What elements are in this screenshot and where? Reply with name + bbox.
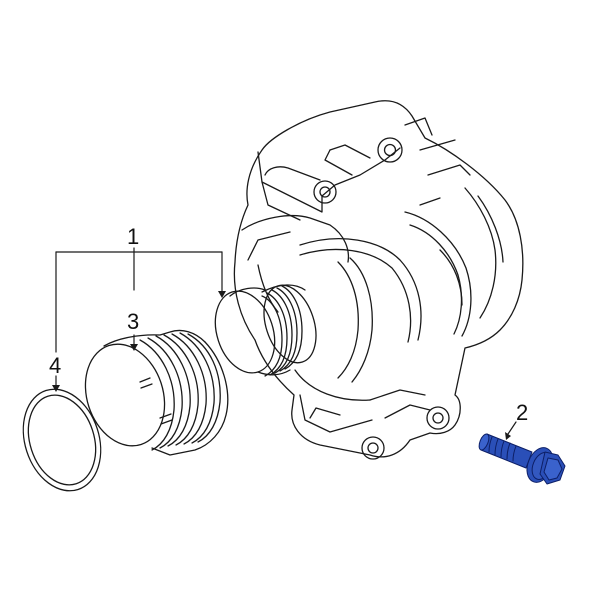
leader-lines xyxy=(55,247,517,435)
callout-2[interactable]: 2 xyxy=(516,400,529,425)
arrow-to-part-4 xyxy=(52,385,60,392)
arrow-to-pulley xyxy=(218,291,226,298)
arrow-to-part-2 xyxy=(505,432,511,440)
pulley-cap[interactable] xyxy=(11,379,114,501)
arrowheads xyxy=(52,291,511,440)
alternator-housing[interactable] xyxy=(233,100,524,460)
overrunning-pulley[interactable] xyxy=(73,329,229,456)
arrow-to-part-3 xyxy=(130,344,138,351)
installed-pulley[interactable] xyxy=(205,279,325,381)
callout-1[interactable]: 1 xyxy=(127,224,140,249)
mounting-bolt[interactable] xyxy=(477,433,566,487)
callout-4[interactable]: 4 xyxy=(49,353,62,378)
callout-3[interactable]: 3 xyxy=(127,309,140,334)
